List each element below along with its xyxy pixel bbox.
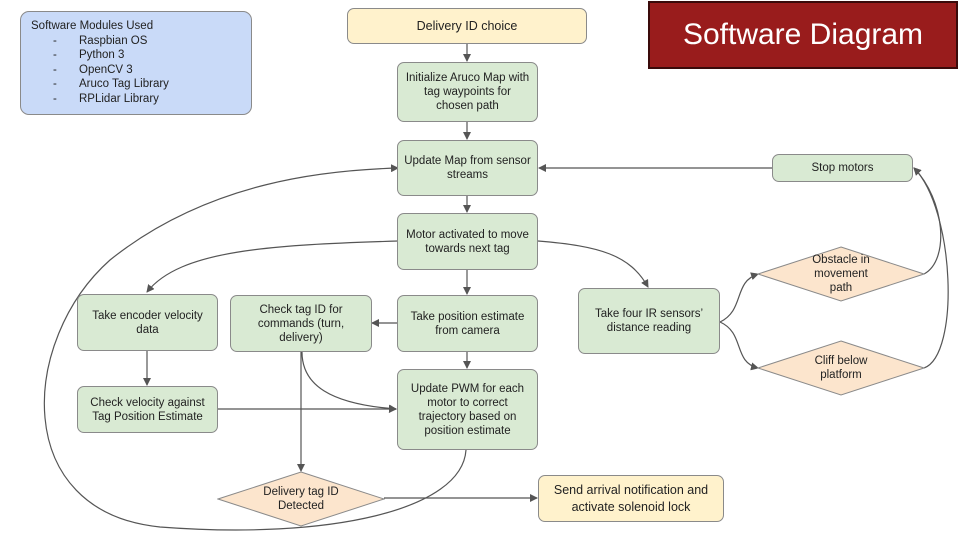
edge-ir-to-obstacle bbox=[719, 272, 759, 323]
module-item: -Python 3 bbox=[53, 49, 125, 61]
cliff-decision-node: Cliff below platform bbox=[756, 340, 926, 396]
modules-heading: Software Modules Used bbox=[31, 20, 154, 32]
check-tag-id-node: Check tag ID for commands (turn, deliver… bbox=[230, 295, 372, 352]
modules-list: -Raspbian OS -Python 3 -OpenCV 3 -Aruco … bbox=[31, 34, 241, 107]
module-item: -Aruco Tag Library bbox=[53, 78, 169, 90]
edge-ir-to-cliff bbox=[719, 321, 759, 371]
delivery-tag-diamond-shape bbox=[216, 471, 386, 527]
edge-motor-to-encoder bbox=[146, 240, 399, 293]
check-velocity-node: Check velocity against Tag Position Esti… bbox=[77, 386, 218, 433]
module-item: -Raspbian OS bbox=[53, 34, 148, 47]
obstacle-diamond-shape bbox=[756, 246, 926, 302]
edge-checktag-to-pwm bbox=[301, 351, 397, 413]
encoder-velocity-node: Take encoder velocity data bbox=[77, 294, 218, 351]
diagram-title: Software Diagram bbox=[648, 1, 958, 69]
position-estimate-node: Take position estimate from camera bbox=[397, 295, 538, 352]
cliff-label: Cliff below platform bbox=[814, 355, 868, 381]
obstacle-decision-node: Obstacle in movement path bbox=[756, 246, 926, 302]
module-item: -RPLidar Library bbox=[53, 92, 159, 105]
module-item: -OpenCV 3 bbox=[53, 63, 133, 76]
delivery-tag-decision-node: Delivery tag ID Detected bbox=[216, 471, 386, 527]
delivery-tag-label: Delivery tag ID Detected bbox=[263, 486, 339, 512]
edge-motor-to-ir bbox=[537, 240, 649, 288]
software-modules-box: Software Modules Used -Raspbian OS -Pyth… bbox=[20, 11, 252, 115]
motor-activated-node: Motor activated to move towards next tag bbox=[397, 213, 538, 270]
update-pwm-node: Update PWM for each motor to correct tra… bbox=[397, 369, 538, 450]
initialize-map-node: Initialize Aruco Map with tag waypoints … bbox=[397, 62, 538, 122]
obstacle-label: Obstacle in movement path bbox=[812, 254, 870, 294]
cliff-diamond-shape bbox=[756, 340, 926, 396]
send-arrival-node: Send arrival notification and activate s… bbox=[538, 475, 724, 522]
stop-motors-node: Stop motors bbox=[772, 154, 913, 182]
edge-loop-to-update bbox=[43, 164, 467, 531]
update-map-node: Update Map from sensor streams bbox=[397, 140, 538, 196]
delivery-id-choice-node: Delivery ID choice bbox=[347, 8, 587, 44]
ir-sensors-node: Take four IR sensors’ distance reading bbox=[578, 288, 720, 354]
edge-cliff-to-stop bbox=[913, 167, 949, 369]
